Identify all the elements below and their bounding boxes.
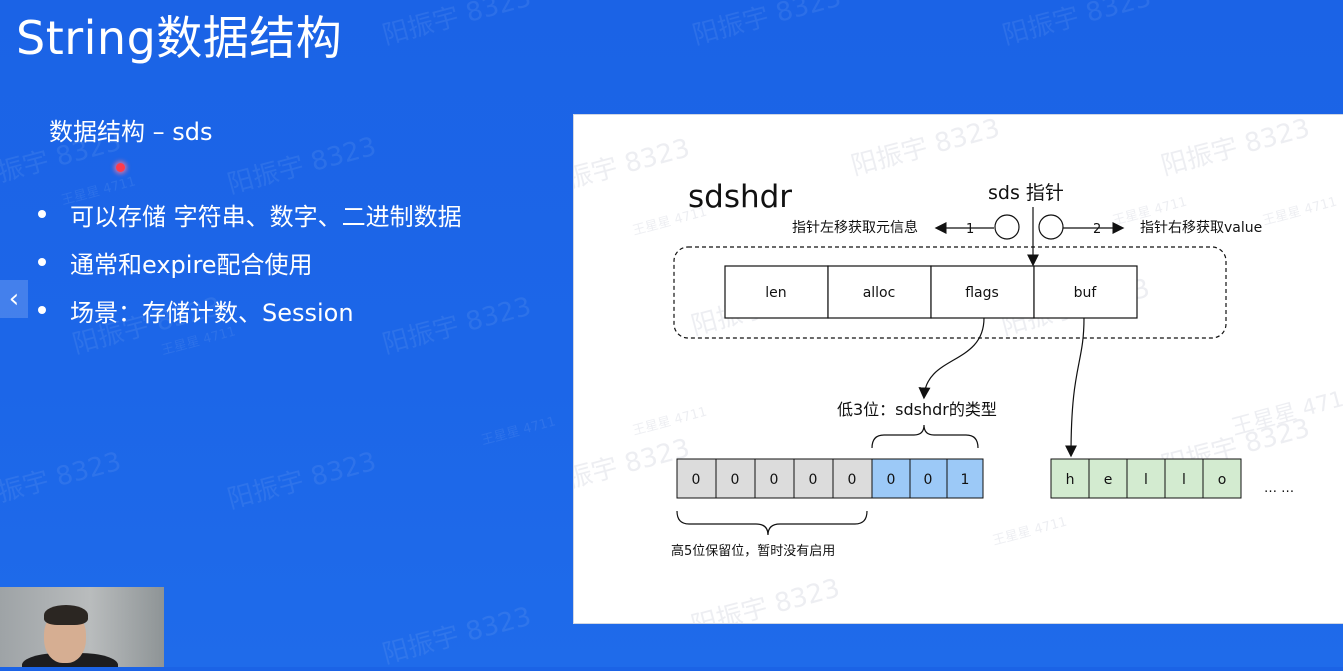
high-bits-brace xyxy=(676,510,868,536)
prev-slide-button[interactable]: ‹ xyxy=(0,280,28,318)
bullet-item: 通常和expire配合使用 xyxy=(38,238,462,286)
left-move-label: 指针左移获取元信息 xyxy=(792,219,918,236)
left-pointer-circle-icon xyxy=(994,214,1020,240)
bullet-dot-icon xyxy=(38,258,46,266)
bit-value: 0 xyxy=(809,472,818,488)
bit-value: 0 xyxy=(848,472,857,488)
char-cell xyxy=(1202,458,1242,499)
watermark: 阳振宇 8323 xyxy=(688,573,843,623)
field-cell xyxy=(827,265,932,319)
char-value: h xyxy=(1066,472,1075,488)
bit-cell xyxy=(715,458,756,499)
bit-value: 0 xyxy=(692,472,701,488)
bullet-text: 可以存储 字符串、数字、二进制数据 xyxy=(70,202,462,231)
watermark: 阳振宇 8323 xyxy=(999,0,1155,52)
watermark: 阳振宇 8323 xyxy=(1158,115,1313,182)
sdshdr-container xyxy=(673,246,1227,339)
char-cell xyxy=(1164,458,1204,499)
buf-ellipsis: … … xyxy=(1264,481,1294,496)
watermark: 阳振宇 8323 xyxy=(224,446,380,516)
bit-cell xyxy=(793,458,834,499)
watermark: 王星星 4711 xyxy=(991,515,1069,549)
bit-cell xyxy=(909,458,948,499)
left-step-label: 1 xyxy=(966,222,974,237)
field-label-buf: buf xyxy=(1074,285,1098,301)
bit-cell xyxy=(871,458,911,499)
right-pointer-circle-icon xyxy=(1038,214,1064,240)
field-label-alloc: alloc xyxy=(863,285,896,301)
bullet-text: 通常和expire配合使用 xyxy=(70,250,313,279)
right-move-label: 指针右移获取value xyxy=(1140,220,1262,236)
watermark: 阳振宇 8323 xyxy=(0,446,125,516)
bit-value: 0 xyxy=(731,472,740,488)
low-bits-label: 低3位：sdshdr的类型 xyxy=(837,400,997,419)
slide-subheading: 数据结构 – sds xyxy=(49,118,213,146)
webcam-hair xyxy=(44,605,88,625)
char-cell xyxy=(1050,458,1090,499)
watermark: 王星星 4711 xyxy=(1261,195,1339,229)
sds-pointer-label: sds 指针 xyxy=(988,182,1064,204)
field-cell xyxy=(930,265,1035,319)
char-value: e xyxy=(1104,472,1113,488)
low-bits-brace xyxy=(871,424,979,449)
bit-value: 0 xyxy=(924,472,933,488)
watermark: 阳振宇 8323 xyxy=(574,133,693,201)
slide-title: String数据结构 xyxy=(16,11,343,65)
bullet-dot-icon xyxy=(38,210,46,218)
char-value: l xyxy=(1144,472,1148,488)
sdshdr-fields: len alloc flags buf xyxy=(724,265,1138,319)
watermark: 王星星 4711 xyxy=(631,405,709,439)
bullet-item: 场景：存储计数、Session xyxy=(38,286,462,334)
right-step-label: 2 xyxy=(1093,222,1101,237)
field-label-flags: flags xyxy=(965,285,999,301)
bit-value: 0 xyxy=(770,472,779,488)
flag-bits: 0 0 0 0 0 0 0 1 xyxy=(676,458,984,499)
bullet-item: 可以存储 字符串、数字、二进制数据 xyxy=(38,190,462,238)
char-cell xyxy=(1088,458,1128,499)
presenter-webcam xyxy=(0,587,164,667)
char-cell xyxy=(1126,458,1166,499)
laser-pointer-icon xyxy=(116,163,125,172)
flags-arrow xyxy=(918,317,985,400)
watermark: 阳振宇 8323 xyxy=(689,0,845,52)
bit-value: 1 xyxy=(961,472,970,488)
field-cell xyxy=(1033,265,1138,319)
bit-cell xyxy=(754,458,795,499)
high-bits-label: 高5位保留位，暂时没有启用 xyxy=(671,543,835,559)
char-value: o xyxy=(1218,472,1227,488)
field-cell xyxy=(724,265,829,319)
bit-cell xyxy=(946,458,984,499)
sds-diagram-svg: 阳振宇 8323 阳振宇 8323 阳振宇 8323 阳振宇 8323 阳振宇 … xyxy=(574,115,1343,623)
buf-arrow xyxy=(1065,317,1085,458)
bit-value: 0 xyxy=(887,472,896,488)
watermark: 阳振宇 8323 xyxy=(574,433,693,501)
bullet-list: 可以存储 字符串、数字、二进制数据 通常和expire配合使用 场景：存储计数、… xyxy=(38,190,462,334)
watermark: 王星星 4711 xyxy=(479,414,558,449)
sdshdr-label: sdshdr xyxy=(688,179,792,215)
watermark: 阳振宇 8323 xyxy=(379,601,535,671)
char-value: l xyxy=(1182,472,1186,488)
bullet-dot-icon xyxy=(38,306,46,314)
watermark: 阳振宇 8323 xyxy=(848,115,1003,182)
sds-diagram: 阳振宇 8323 阳振宇 8323 阳振宇 8323 阳振宇 8323 阳振宇 … xyxy=(573,114,1343,624)
bullet-text: 场景：存储计数、Session xyxy=(70,298,354,327)
field-label-len: len xyxy=(765,285,786,301)
buf-chars: h e l l o xyxy=(1050,458,1242,499)
watermark: 阳振宇 8323 xyxy=(379,0,535,52)
